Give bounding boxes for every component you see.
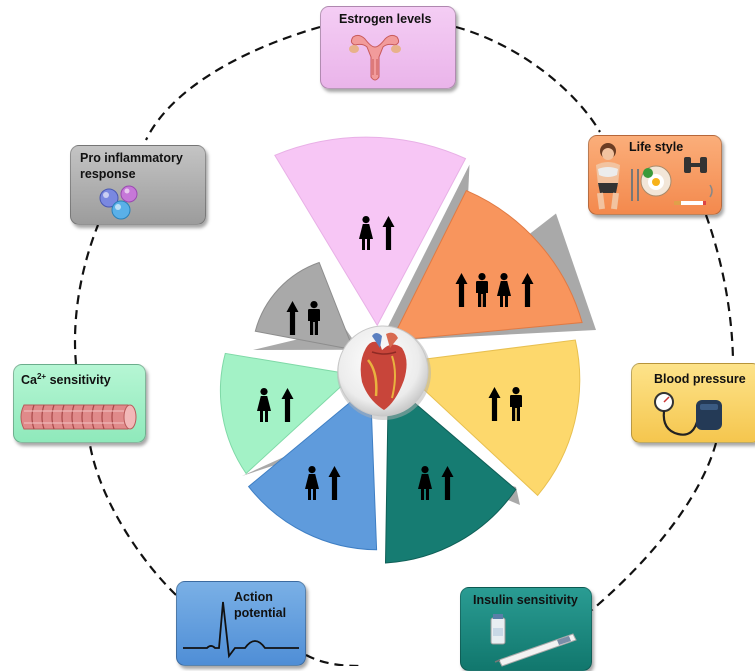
card-calcium-sensitivity: Ca2+ sensitivity (13, 364, 146, 443)
card-insulin-label: Insulin sensitivity (473, 593, 578, 607)
ecg-waveform-icon (183, 601, 299, 659)
insulin-pen-icon (490, 614, 577, 667)
segment-lifestyle (390, 189, 583, 342)
card-pro-label-line1: Pro inflammatory (80, 151, 183, 165)
card-ap-label-line2: potential (234, 606, 287, 620)
ca-label-prefix: Ca (21, 373, 37, 387)
ca-label-suffix: sensitivity (46, 373, 111, 387)
center-hub (337, 325, 431, 420)
dumbbell-icon (684, 157, 707, 173)
card-pro-label-line2: response (80, 167, 136, 181)
segment-pro-inflammatory (254, 261, 355, 351)
card-blood-pressure: Blood pressure (631, 363, 755, 443)
segment-blood-pressure (394, 339, 581, 497)
card-ap-label-line1: Action (234, 590, 273, 604)
food-plate-icon (631, 165, 672, 201)
card-bp-label: Blood pressure (654, 372, 746, 386)
card-life-style: Life style (588, 135, 722, 215)
card-pro-inflammatory: Pro inflammatory response (70, 145, 206, 225)
connector-ring (73, 25, 735, 666)
segment-insulin (384, 379, 517, 564)
sphygmomanometer-icon (654, 392, 722, 436)
heart-icon (360, 332, 407, 410)
card-estrogen-levels: Estrogen levels (320, 6, 456, 89)
card-insulin-sensitivity: Insulin sensitivity (460, 587, 592, 671)
person-icon (596, 143, 620, 210)
cigarette-icon (674, 184, 713, 205)
card-action-potential: Action potential (176, 581, 306, 666)
immune-cells-icon (99, 185, 138, 220)
card-estrogen-label: Estrogen levels (339, 12, 432, 26)
uterus-icon (349, 34, 401, 81)
lifestyle-icon (596, 143, 713, 210)
card-lifestyle-label: Life style (629, 140, 684, 154)
muscle-fiber-icon (20, 404, 137, 430)
card-ca-label: Ca2+ sensitivity (21, 371, 111, 388)
ca-label-charge: 2+ (36, 371, 47, 381)
